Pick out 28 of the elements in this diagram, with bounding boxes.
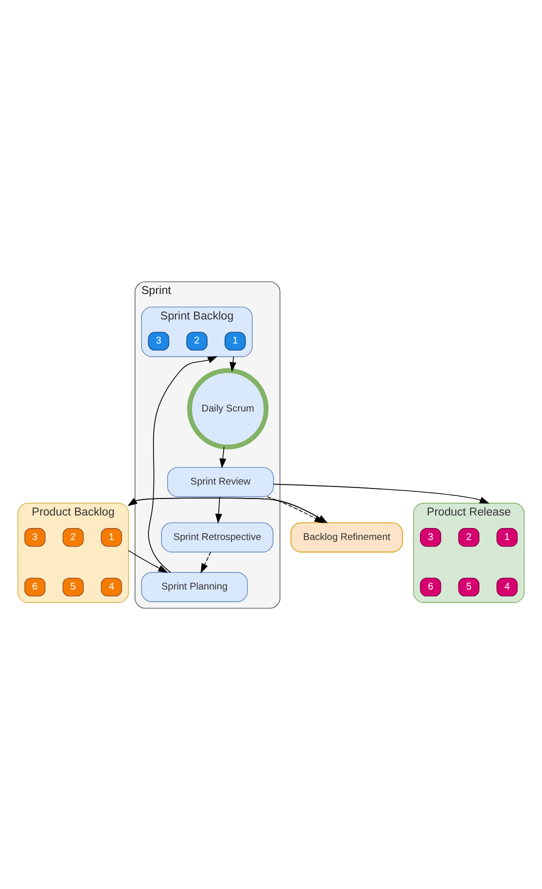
node-box: 2 [186,331,208,350]
arrow [273,483,490,504]
node-box: 3 [420,528,442,546]
arrow [148,356,218,572]
arrow [219,446,226,468]
node-box: Sprint Retrospective [161,522,274,552]
node-box: 1 [224,331,246,350]
node-box: 1 [496,528,518,546]
node-box: 5 [62,577,84,596]
node-box: Backlog Refinement [290,522,403,552]
node-box: 1 [100,528,122,546]
arrow [215,496,222,524]
arrow [230,356,236,372]
node-box: 6 [24,577,46,596]
arrow [200,551,212,573]
node-box: Sprint Review [167,466,274,497]
node-box: 5 [458,577,480,596]
node-box: 6 [420,577,442,596]
node-box: 4 [100,577,122,596]
node-box: 2 [62,528,84,546]
node-box: 2 [458,528,480,546]
node-box: Sprint Planning [141,572,248,602]
node-box: 4 [496,577,518,596]
node-box: 3 [24,528,46,546]
arrow [128,550,168,572]
node-box: 3 [148,331,170,350]
node-circle: Daily Scrum [187,368,269,449]
arrow [266,496,324,523]
